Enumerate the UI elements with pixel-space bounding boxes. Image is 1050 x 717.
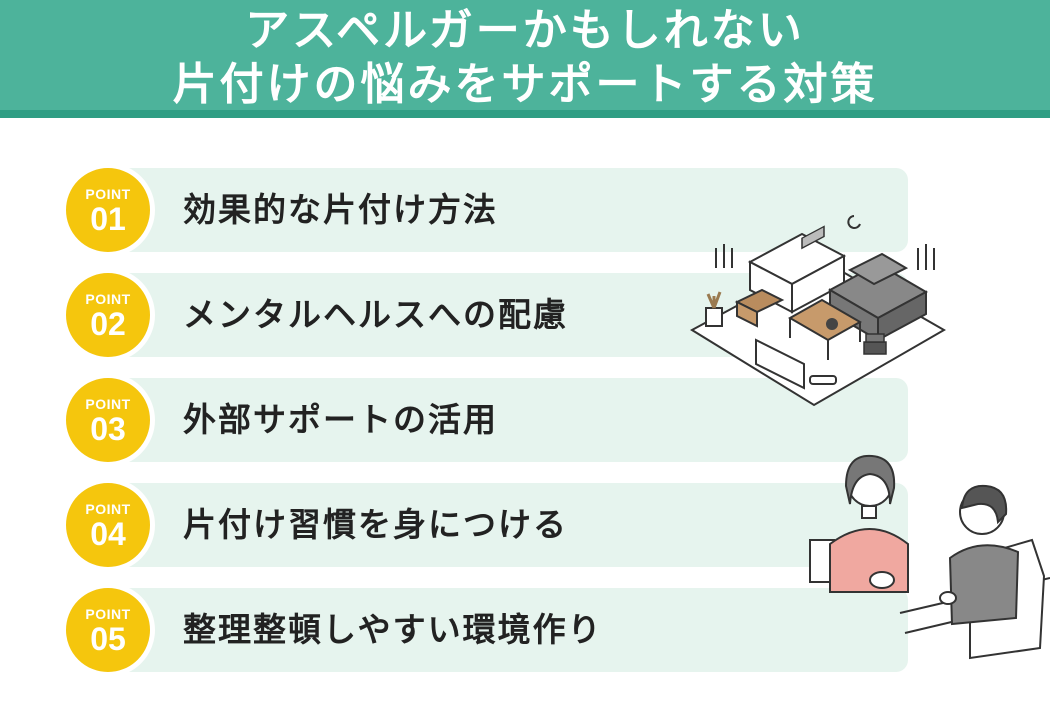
point-badge-1: POINT 01 [61, 163, 155, 257]
badge-number: 01 [90, 201, 126, 237]
title-line-1: アスペルガーかもしれない [245, 5, 805, 56]
badge-label: POINT [85, 396, 131, 412]
title-line-2: 片付けの悩みをサポートする対策 [172, 59, 878, 110]
badge-label: POINT [85, 501, 131, 517]
point-text: 片付け習慣を身につける [183, 505, 568, 544]
badge-number: 02 [90, 306, 126, 342]
badge-label: POINT [85, 606, 131, 622]
point-text: 外部サポートの活用 [183, 400, 498, 439]
point-badge-5: POINT 05 [61, 583, 155, 677]
point-text: 整理整頓しやすい環境作り [183, 610, 603, 649]
badge-number: 05 [90, 621, 126, 657]
point-badge-3: POINT 03 [61, 373, 155, 467]
point-text: メンタルヘルスへの配慮 [183, 295, 568, 334]
badge-label: POINT [85, 291, 131, 307]
title-banner: アスペルガーかもしれない 片付けの悩みをサポートする対策 [0, 0, 1050, 118]
point-text: 効果的な片付け方法 [183, 190, 498, 229]
point-row-3: 外部サポートの活用 [95, 378, 908, 462]
messy-room-illustration [689, 215, 947, 407]
point-row-4: 片付け習慣を身につける [95, 483, 908, 567]
point-row-5: 整理整頓しやすい環境作り [95, 588, 908, 672]
counseling-illustration [809, 454, 1050, 660]
point-badge-4: POINT 04 [61, 478, 155, 572]
point-badge-2: POINT 02 [61, 268, 155, 362]
badge-number: 03 [90, 411, 126, 447]
point-row-1: 効果的な片付け方法 [95, 168, 908, 252]
badge-label: POINT [85, 186, 131, 202]
badge-number: 04 [90, 516, 126, 552]
